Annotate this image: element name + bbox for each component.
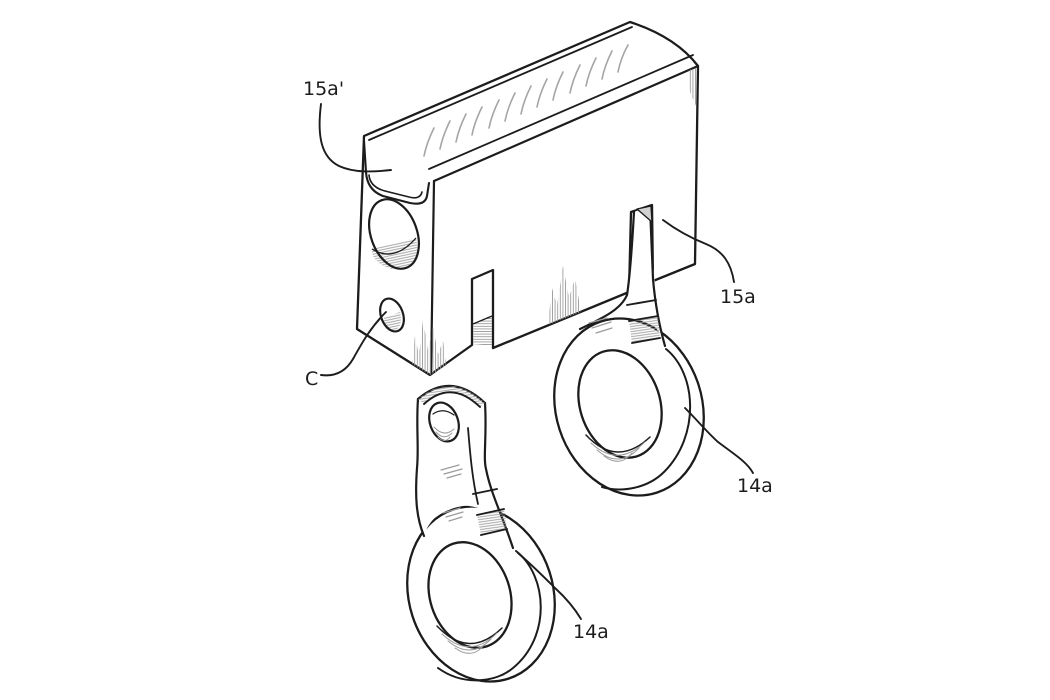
ring-part-right	[553, 204, 705, 497]
label-c: C	[305, 368, 318, 390]
recess-inner-rim	[368, 174, 423, 199]
top-face-hatching	[423, 44, 629, 157]
large-hole	[368, 198, 420, 270]
recess-outer-rim	[362, 139, 431, 205]
ring-lower-stem-left-edge	[415, 397, 426, 538]
stem-cut-face	[636, 205, 653, 223]
block-shading-patches	[412, 68, 697, 375]
stem-band-edge	[626, 299, 657, 306]
stem-small-hole-wall	[432, 410, 455, 416]
ring-part-lower	[406, 384, 556, 683]
leader-15a	[662, 219, 735, 283]
lower-stem-band-edge	[472, 488, 498, 495]
slot-left-hatch	[548, 266, 581, 325]
left-face-holes	[368, 198, 420, 333]
leader-14a-lower	[517, 552, 582, 620]
stem-band-hatch-edges	[628, 315, 661, 344]
leader-15a-prime	[318, 103, 392, 173]
leader-c	[320, 311, 387, 377]
leader-14a-right	[684, 407, 754, 474]
stem-corner-line	[467, 427, 479, 505]
reference-labels: 15a' C 15a 14a 14a	[303, 78, 773, 643]
ring-lower-surface-marks	[440, 464, 464, 522]
lower-stem-band-hatch-edges	[476, 508, 508, 536]
stem-band-hatch	[629, 316, 660, 343]
label-15a-prime: 15a'	[303, 78, 344, 100]
ring-right-stem-fill	[580, 206, 665, 346]
leader-lines	[318, 103, 754, 620]
bottom-corner-hatch	[412, 320, 446, 375]
stem-top-bevel-band	[418, 385, 485, 407]
right-corner-hatch	[688, 68, 697, 106]
notch-floor-hatch	[473, 316, 492, 346]
ring-lower-hole-hatch	[441, 632, 498, 654]
ring-lower-side-wall	[437, 550, 542, 682]
block-top-bevel-strip	[428, 54, 694, 170]
ring-lower-hole-wall	[436, 625, 503, 645]
ring-right-hole-hatch	[590, 441, 646, 462]
label-14a-lower: 14a	[573, 621, 609, 643]
ring-right-side-wall	[601, 348, 692, 491]
label-14a-right: 14a	[737, 475, 773, 497]
stem-top-bevel-edge	[423, 391, 481, 408]
small-hole-c	[379, 297, 405, 333]
ring-right-stem-right-edge	[648, 204, 667, 348]
lower-stem-band-hatch	[477, 509, 507, 535]
block-body	[355, 20, 700, 377]
ring-right-hole-wall	[585, 434, 651, 453]
large-hole-wall-edge	[371, 237, 417, 255]
stem-small-hole-hatch	[433, 426, 455, 441]
notch-floor-edge	[472, 315, 493, 325]
block-top-back-bevel	[368, 26, 633, 141]
ring-right-stem-left-edge	[578, 210, 636, 331]
ring-right-hole	[577, 349, 663, 459]
ring-right-surface-marks	[588, 317, 613, 334]
ring-lower-hole	[427, 541, 513, 649]
small-hole-hatch	[383, 312, 401, 331]
label-15a: 15a	[720, 286, 756, 308]
block-front-top-edge	[432, 64, 700, 183]
